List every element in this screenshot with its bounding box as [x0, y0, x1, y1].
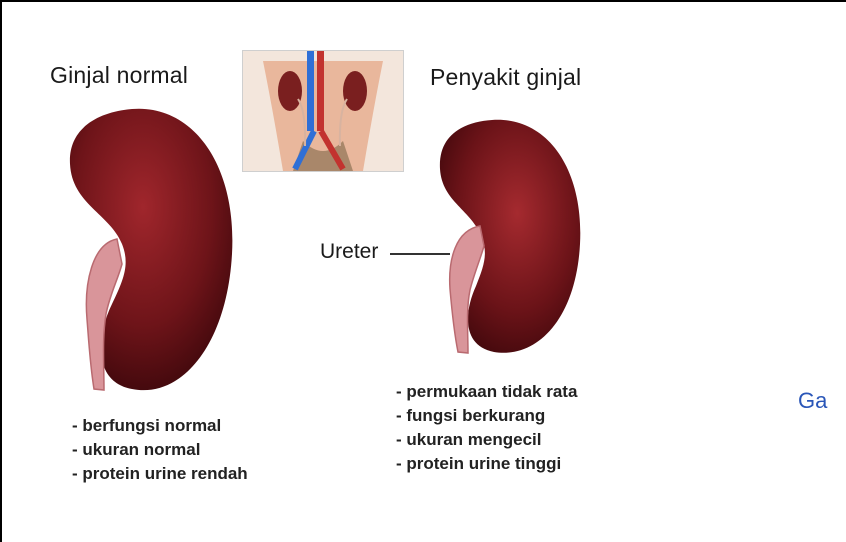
diseased-kidney-illustration: [432, 114, 587, 364]
feature-item: fungsi berkurang: [396, 404, 577, 428]
feature-item: permukaan tidak rata: [396, 380, 577, 404]
normal-kidney-features: berfungsi normal ukuran normal protein u…: [72, 414, 248, 486]
feature-item: protein urine tinggi: [396, 452, 577, 476]
ureter-label: Ureter: [320, 240, 378, 264]
truncated-edge-text: Ga: [798, 388, 827, 414]
normal-kidney-illustration: [62, 104, 242, 404]
feature-item: protein urine rendah: [72, 462, 248, 486]
feature-item: berfungsi normal: [72, 414, 248, 438]
normal-kidney-title: Ginjal normal: [50, 62, 188, 89]
diseased-kidney-title: Penyakit ginjal: [430, 64, 581, 91]
diseased-kidney-features: permukaan tidak rata fungsi berkurang uk…: [396, 380, 577, 476]
feature-item: ukuran normal: [72, 438, 248, 462]
feature-item: ukuran mengecil: [396, 428, 577, 452]
ureter-pointer-line: [390, 253, 450, 255]
anatomy-thumbnail-image: [242, 50, 404, 172]
